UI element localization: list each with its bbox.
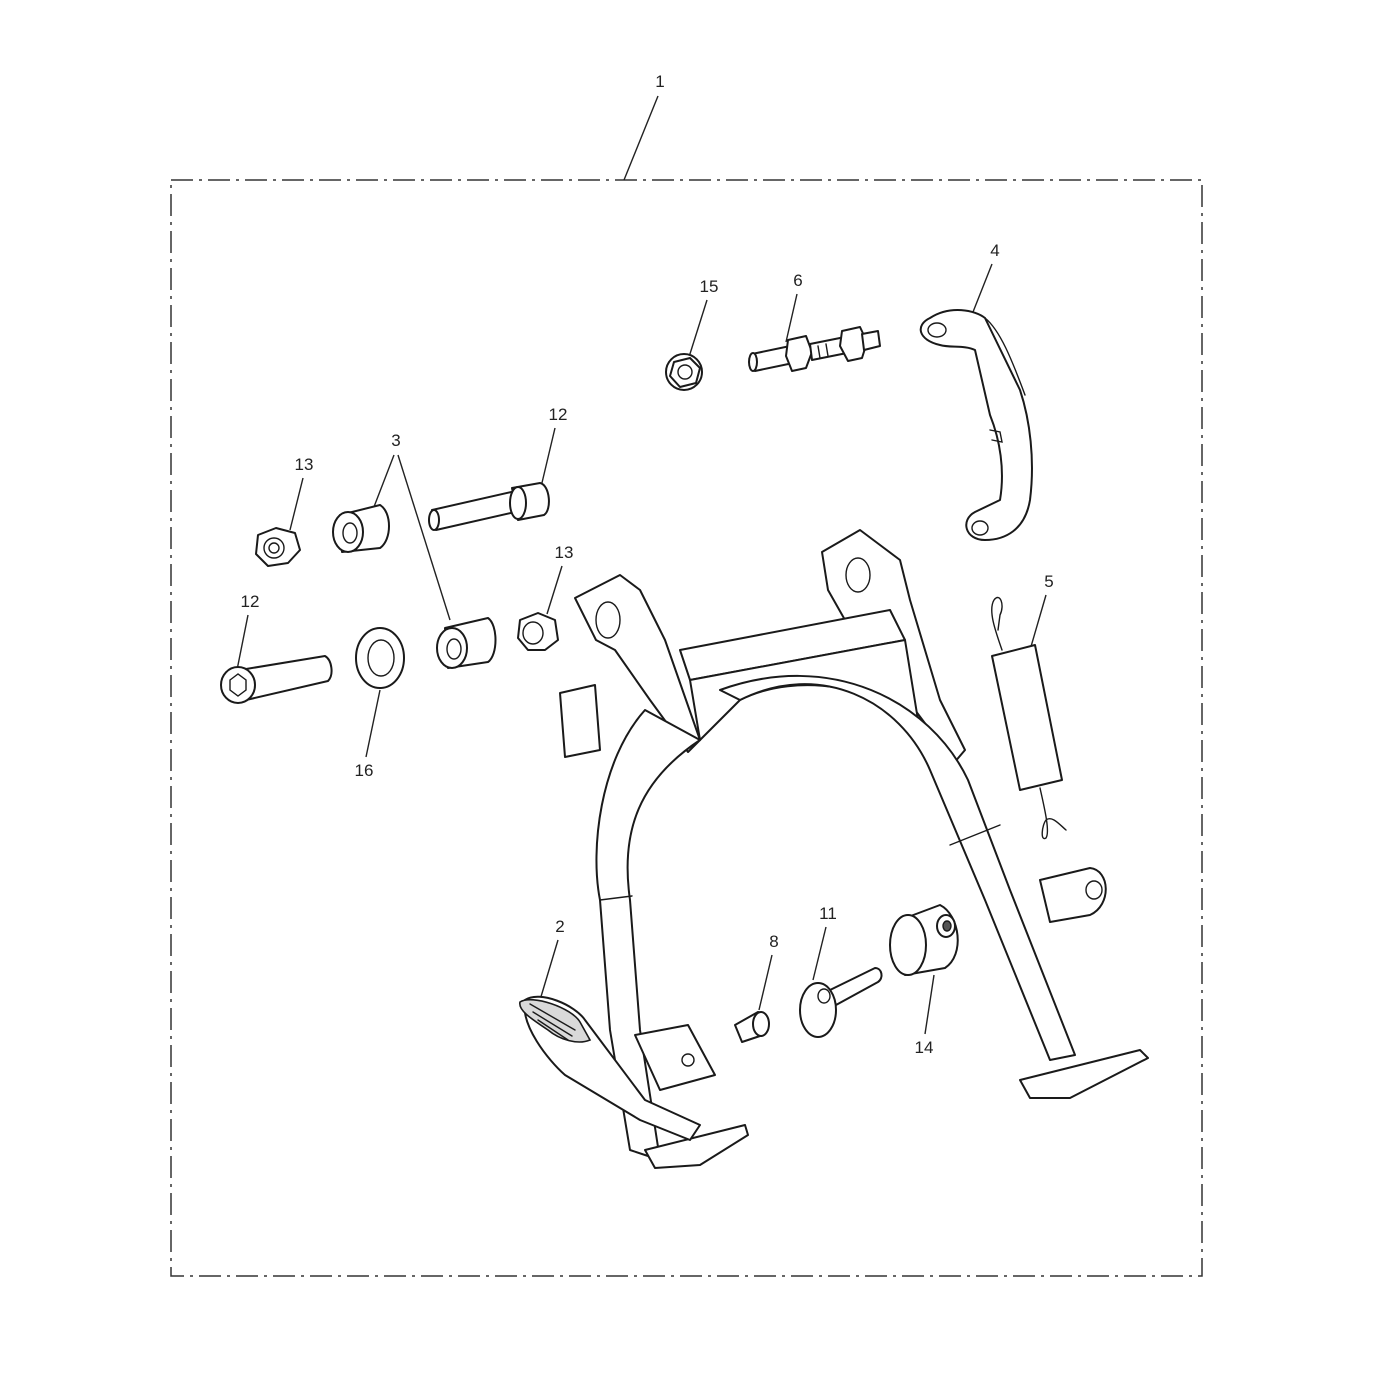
callout-15: 15 (688, 277, 719, 358)
callout-label-13-lower: 13 (555, 543, 574, 562)
callout-label-3: 3 (391, 431, 400, 450)
callout-label-5: 5 (1044, 572, 1053, 591)
bushing-part-3-lower (436, 617, 497, 669)
rubber-stop-part-8 (734, 1011, 770, 1043)
center-stand-frame (559, 529, 1149, 1169)
callout-label-11: 11 (819, 904, 837, 923)
callout-12-upper: 12 (540, 405, 568, 488)
foot-pedal-part-2 (519, 995, 701, 1141)
callout-label-12-lower: 12 (241, 592, 260, 611)
callout-12-lower: 12 (236, 592, 260, 671)
bracket-part-4 (919, 309, 1033, 541)
rubber-bumper-part-14 (889, 904, 959, 976)
callout-13-lower: 13 (546, 543, 574, 615)
flange-nut-part-15 (665, 353, 703, 391)
callout-label-2: 2 (555, 917, 564, 936)
callout-label-1: 1 (655, 72, 664, 91)
callout-5: 5 (1029, 572, 1054, 651)
nut-part-13-lower (517, 612, 559, 651)
callout-13-upper: 13 (289, 455, 314, 531)
callout-label-4: 4 (990, 241, 999, 260)
bolt-part-12-upper (428, 482, 550, 531)
callout-label-16: 16 (355, 761, 374, 780)
bushing-part-3-upper (332, 504, 390, 553)
stopper-part-11 (799, 967, 883, 1038)
spring-part-5 (991, 596, 1067, 840)
callout-14: 14 (915, 974, 935, 1057)
callout-label-15: 15 (700, 277, 719, 296)
callout-label-12-upper: 12 (549, 405, 568, 424)
callout-2: 2 (539, 917, 565, 1001)
kit-boundary-frame (170, 179, 1203, 1277)
callout-label-6: 6 (793, 271, 802, 290)
bolt-part-12-lower (220, 655, 333, 704)
nut-part-13-upper (255, 527, 301, 567)
callout-8: 8 (758, 932, 779, 1011)
callout-3: 3 (371, 431, 451, 621)
callout-label-13-upper: 13 (295, 455, 314, 474)
callout-label-14: 14 (915, 1038, 934, 1057)
callout-4: 4 (972, 241, 1000, 313)
washer-part-16 (355, 627, 405, 689)
callout-6: 6 (785, 271, 803, 343)
callout-1: 1 (623, 72, 665, 181)
stud-bolt-part-6 (748, 326, 881, 372)
callout-label-8: 8 (769, 932, 778, 951)
callout-11: 11 (812, 904, 837, 981)
callout-16: 16 (355, 689, 381, 780)
